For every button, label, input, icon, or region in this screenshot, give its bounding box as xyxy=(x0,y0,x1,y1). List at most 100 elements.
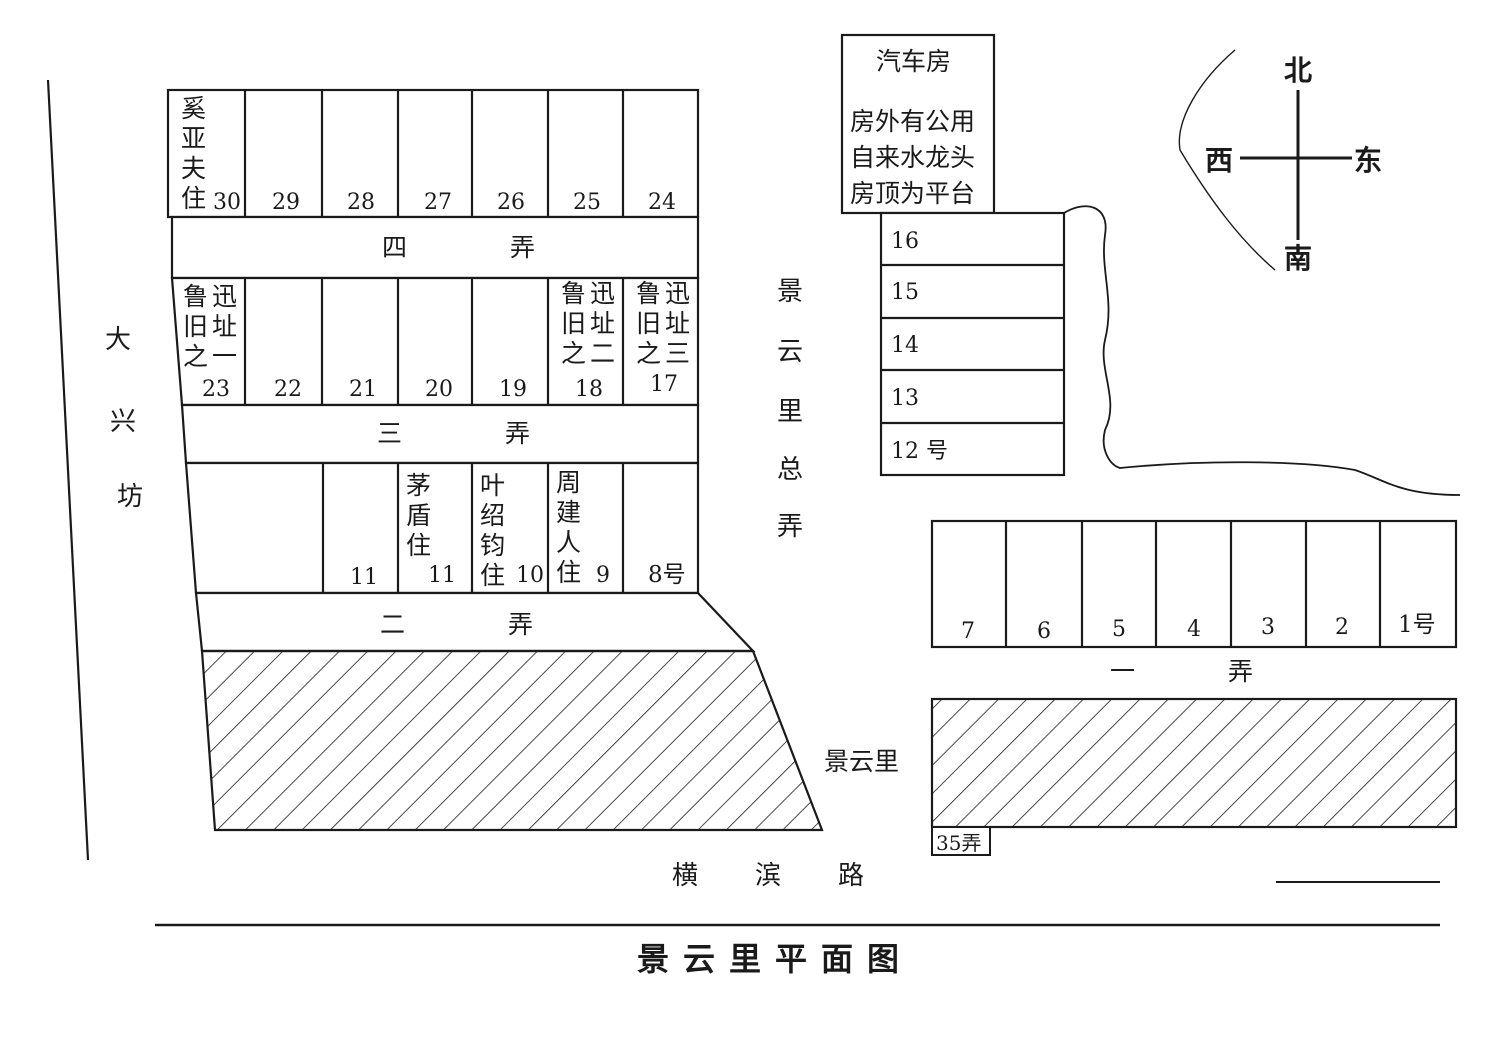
svg-text:总: 总 xyxy=(777,455,803,485)
svg-text:里: 里 xyxy=(777,397,803,427)
row-lane2-north: 11 11 10 9 8号 茅 盾 住 叶 绍 钧 住 周 建 人 住 xyxy=(184,461,700,601)
svg-text:迅: 迅 xyxy=(665,279,690,308)
svg-text:盾: 盾 xyxy=(406,501,431,530)
svg-text:景: 景 xyxy=(777,277,803,307)
svg-text:云: 云 xyxy=(777,337,803,367)
compass-east: 东 xyxy=(1354,144,1382,177)
house-number: 5 xyxy=(1112,617,1126,642)
lane-2: 二 弄 xyxy=(194,591,756,653)
svg-text:路: 路 xyxy=(838,861,864,891)
house-number: 11 xyxy=(428,563,456,588)
house-number: 14 xyxy=(891,333,919,358)
svg-text:弄: 弄 xyxy=(1228,657,1253,686)
compass-north: 北 xyxy=(1284,54,1312,87)
lane1-row: 7 6 5 4 3 2 1号 xyxy=(930,519,1458,649)
resident-30-label: 奚 亚 夫 住 xyxy=(181,94,206,213)
svg-text:鲁: 鲁 xyxy=(636,279,661,308)
house-number: 24 xyxy=(648,190,676,215)
house-number: 4 xyxy=(1187,617,1201,642)
compass: 北 南 西 东 xyxy=(1205,54,1382,275)
house-number: 3 xyxy=(1261,615,1275,640)
svg-text:四: 四 xyxy=(382,233,407,262)
hatched-block-west xyxy=(200,649,824,832)
svg-text:35弄: 35弄 xyxy=(936,831,981,855)
garage: 汽车房 房外有公用 自来水龙头 房顶为平台 xyxy=(840,33,996,215)
house-number: 13 xyxy=(891,386,919,411)
svg-text:址: 址 xyxy=(590,309,615,338)
svg-text:迅: 迅 xyxy=(212,282,237,311)
svg-text:人: 人 xyxy=(556,528,581,557)
lane-1: 一 弄 xyxy=(1110,657,1253,686)
house-number: 27 xyxy=(424,190,452,215)
house-number: 21 xyxy=(349,377,377,402)
compass-south: 南 xyxy=(1284,242,1312,275)
resident-zhou-label: 周 建 人 住 xyxy=(556,468,581,587)
svg-text:夫: 夫 xyxy=(181,154,206,183)
luxun-site-2-label: 鲁 迅 旧 址 之 二 xyxy=(561,279,615,368)
svg-text:一: 一 xyxy=(212,342,237,371)
house-number: 10 xyxy=(516,563,544,588)
garden-boundary xyxy=(1178,49,1276,271)
main-lane-label: 景 云 里 总 弄 xyxy=(777,277,803,542)
house-number: 11 xyxy=(350,565,378,590)
svg-text:住: 住 xyxy=(181,184,206,213)
svg-text:弄: 弄 xyxy=(508,610,533,639)
house-number: 18 xyxy=(575,377,603,402)
house-number: 20 xyxy=(425,377,453,402)
west-street-char-1: 大 xyxy=(105,325,131,355)
svg-text:之: 之 xyxy=(561,339,586,368)
west-street-char-3: 坊 xyxy=(117,482,143,512)
svg-text:旧: 旧 xyxy=(183,312,208,341)
house-number: 8号 xyxy=(648,562,686,588)
svg-text:绍: 绍 xyxy=(480,501,505,530)
house-number: 12 号 xyxy=(891,439,948,464)
south-street-label: 横 滨 路 xyxy=(672,861,864,891)
svg-text:住: 住 xyxy=(556,558,581,587)
svg-text:横: 横 xyxy=(672,861,698,891)
svg-text:弄: 弄 xyxy=(777,512,803,542)
svg-text:弄: 弄 xyxy=(510,233,535,262)
lane-4: 四 弄 xyxy=(170,215,700,280)
house-number: 9 xyxy=(596,563,610,588)
svg-text:三: 三 xyxy=(377,419,402,448)
svg-text:鲁: 鲁 xyxy=(183,282,208,311)
svg-text:一: 一 xyxy=(1110,657,1135,686)
house-number: 16 xyxy=(891,229,919,254)
house-number: 17 xyxy=(650,372,678,397)
resident-ye-label: 叶 绍 钧 住 xyxy=(480,471,505,590)
svg-text:弄: 弄 xyxy=(505,419,530,448)
svg-text:迅: 迅 xyxy=(590,279,615,308)
svg-text:亚: 亚 xyxy=(181,124,206,153)
jingyunli-label: 景云里 xyxy=(824,747,899,776)
house-number: 7 xyxy=(961,619,975,644)
svg-text:旧: 旧 xyxy=(561,309,586,338)
house-number: 26 xyxy=(497,190,525,215)
svg-text:奚: 奚 xyxy=(181,94,206,123)
map-caption: 景云里平面图 xyxy=(637,940,913,978)
svg-text:滨: 滨 xyxy=(755,861,781,891)
svg-text:叶: 叶 xyxy=(480,471,505,500)
svg-text:之: 之 xyxy=(636,339,661,368)
svg-text:址: 址 xyxy=(212,312,237,341)
house-number: 1号 xyxy=(1398,612,1436,638)
east-boundary xyxy=(1063,205,1461,496)
west-street-line xyxy=(46,79,90,861)
house-number: 23 xyxy=(202,377,230,402)
svg-text:住: 住 xyxy=(406,531,431,560)
svg-text:鲁: 鲁 xyxy=(561,279,586,308)
svg-text:二: 二 xyxy=(380,610,405,639)
east-block: 16 15 14 13 12 号 xyxy=(879,211,1066,477)
house-number: 6 xyxy=(1037,619,1051,644)
house-number: 30 xyxy=(213,190,241,215)
row-lane4-north: 30 29 28 27 26 25 24 奚 亚 夫 住 xyxy=(166,88,700,219)
svg-text:住: 住 xyxy=(480,561,505,590)
lane-35-tag: 35弄 xyxy=(931,826,991,856)
house-number: 22 xyxy=(274,377,302,402)
lane-3: 三 弄 xyxy=(180,403,700,465)
svg-text:之: 之 xyxy=(183,342,208,371)
row-lane4-south: 23 22 21 20 19 18 17 鲁 迅 旧 址 之 一 鲁 迅 旧 址… xyxy=(170,276,700,407)
luxun-site-1-label: 鲁 迅 旧 址 之 一 xyxy=(183,282,237,371)
luxun-site-3-label: 鲁 迅 旧 址 之 三 xyxy=(636,279,690,368)
svg-text:周: 周 xyxy=(556,468,581,497)
compass-west: 西 xyxy=(1205,144,1233,177)
